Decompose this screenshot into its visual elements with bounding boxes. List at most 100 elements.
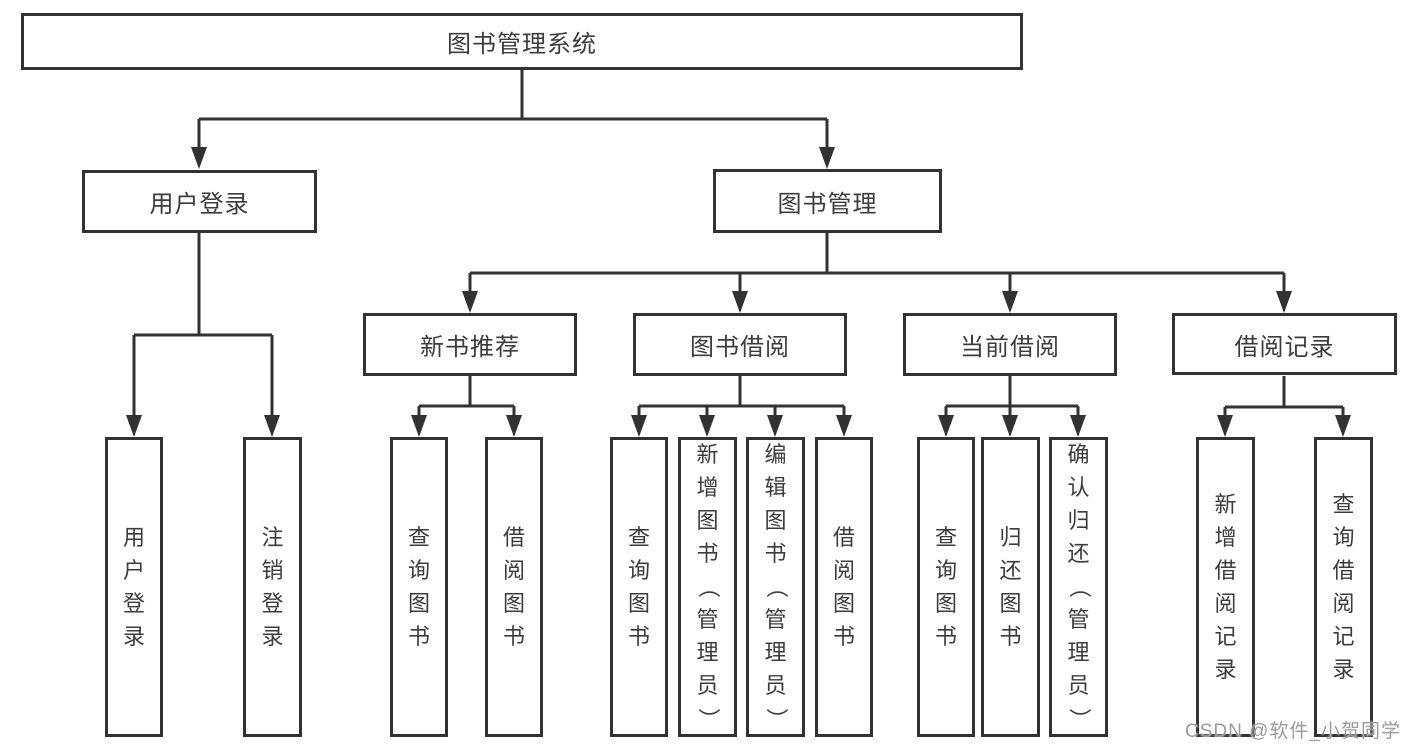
node-book-management: 图书管理: [713, 169, 942, 233]
label-char: 询: [1332, 524, 1355, 550]
label-char: 用: [123, 524, 146, 550]
node-root-label: 图书管理系统: [447, 31, 597, 58]
node-leaf-query-books-current: 查询图书: [917, 437, 975, 737]
label-char: 图: [999, 590, 1022, 616]
label-char: 图: [408, 590, 431, 616]
label-char: 书: [408, 623, 431, 649]
label-char: 阅: [503, 557, 526, 583]
label-char: 查: [935, 524, 958, 550]
label-char: ）: [1066, 708, 1092, 731]
node-leaf-return-books: 归还图书: [981, 437, 1040, 737]
label-char: 阅: [833, 557, 856, 583]
label-char: 图: [935, 590, 958, 616]
label-char: 询: [408, 557, 431, 583]
label-char: 查: [628, 524, 651, 550]
label-char: 阅: [1214, 590, 1237, 616]
label-char: （: [1066, 576, 1092, 599]
label-char: 图: [628, 590, 651, 616]
label-char: 录: [261, 623, 284, 649]
label-char: 书: [833, 623, 856, 649]
node-leaf-borrow-books-recommend: 借阅图书: [485, 437, 543, 737]
node-borrow-records: 借阅记录: [1172, 313, 1397, 375]
csdn-watermark: CSDN @软件_小贺同学: [1185, 721, 1401, 742]
label-char: 录: [1214, 656, 1237, 682]
node-leaf-add-books-admin: 新增图书 （ 管理员 ）: [678, 437, 737, 737]
node-new-book-recommend-label: 新书推荐: [420, 334, 520, 361]
label-char: 登: [123, 590, 146, 616]
label-char: 借: [1214, 557, 1237, 583]
label-char: 理: [1067, 640, 1090, 665]
label-char: 图: [696, 508, 719, 533]
node-current-borrow-label: 当前借阅: [960, 334, 1060, 361]
label-char: 借: [1332, 557, 1355, 583]
node-current-borrow: 当前借阅: [903, 313, 1117, 376]
node-leaf-edit-books-admin: 编辑图书 （ 管理员 ）: [746, 437, 805, 737]
arrowhead-icons: [126, 147, 1351, 437]
label-char: 还: [1067, 541, 1090, 566]
node-leaf-query-books-recommend: 查询图书: [390, 437, 448, 737]
label-char: （: [763, 576, 789, 599]
label-char: 归: [999, 524, 1022, 550]
label-char: 新: [1214, 491, 1237, 517]
label-char: 书: [999, 623, 1022, 649]
label-char: 确: [1067, 442, 1090, 467]
label-char: 阅: [1332, 590, 1355, 616]
node-book-management-label: 图书管理: [777, 190, 878, 218]
label-char: 增: [1214, 524, 1237, 550]
label-char: 理: [696, 640, 719, 665]
label-char: ）: [763, 708, 789, 731]
connector-stems: [132, 69, 1345, 420]
label-char: 管: [1067, 607, 1090, 632]
node-leaf-confirm-return-admin: 确认归还 （ 管理员 ）: [1049, 437, 1108, 737]
label-char: 询: [935, 557, 958, 583]
node-root: 图书管理系统: [21, 13, 1023, 70]
label-char: 借: [833, 524, 856, 550]
label-char: 增: [696, 475, 719, 500]
label-char: 销: [261, 557, 284, 583]
node-borrow-records-label: 借阅记录: [1234, 333, 1335, 361]
label-char: 新: [696, 442, 719, 467]
node-leaf-logout: 注销登录: [243, 437, 302, 737]
node-user-login-label: 用户登录: [149, 191, 250, 218]
label-char: 管: [696, 607, 719, 632]
node-user-login: 用户登录: [82, 170, 317, 233]
label-char: 书: [764, 541, 787, 566]
label-char: 管: [764, 607, 787, 632]
label-char: 理: [764, 640, 787, 665]
label-char: 记: [1214, 623, 1237, 649]
label-char: 员: [696, 673, 719, 698]
label-char: 图: [503, 590, 526, 616]
label-char: 书: [628, 623, 651, 649]
label-char: 借: [503, 524, 526, 550]
label-char: 员: [764, 673, 787, 698]
label-char: 录: [123, 623, 146, 649]
label-char: 户: [123, 557, 146, 583]
label-char: 认: [1067, 475, 1090, 500]
label-char: 书: [696, 541, 719, 566]
node-leaf-user-login: 用户登录: [105, 437, 163, 737]
node-book-borrow: 图书借阅: [633, 313, 847, 376]
label-char: 还: [999, 557, 1022, 583]
node-leaf-query-books-borrow: 查询图书: [610, 437, 668, 737]
label-char: 归: [1067, 508, 1090, 533]
label-char: 图: [764, 508, 787, 533]
label-char: 员: [1067, 673, 1090, 698]
node-new-book-recommend: 新书推荐: [363, 313, 577, 376]
label-char: 书: [935, 623, 958, 649]
label-char: 录: [1332, 656, 1355, 682]
node-leaf-borrow-books: 借阅图书: [815, 437, 873, 737]
label-char: （: [695, 576, 721, 599]
label-char: 记: [1332, 623, 1355, 649]
label-char: 查: [1332, 491, 1355, 517]
label-char: ）: [695, 708, 721, 731]
label-char: 询: [628, 557, 651, 583]
node-leaf-add-borrow-record: 新增借阅记录: [1196, 437, 1255, 737]
label-char: 注: [261, 524, 284, 550]
label-char: 图: [833, 590, 856, 616]
label-char: 辑: [764, 475, 787, 500]
node-leaf-query-borrow-record: 查询借阅记录: [1314, 437, 1373, 737]
label-char: 登: [261, 590, 284, 616]
label-char: 编: [764, 442, 787, 467]
